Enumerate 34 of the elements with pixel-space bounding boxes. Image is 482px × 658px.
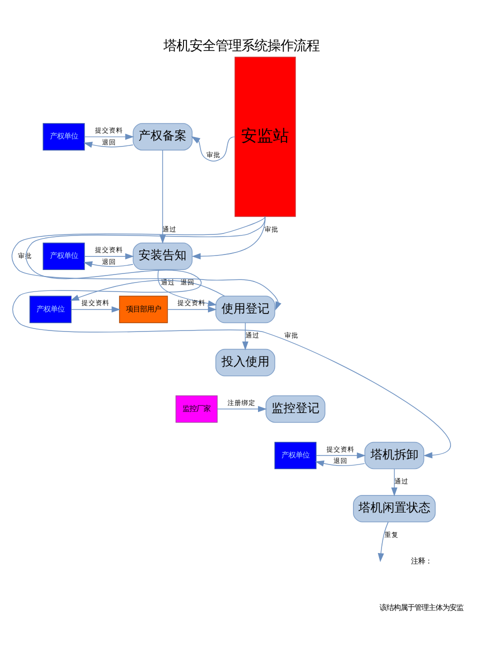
node-box: 安监站 — [234, 56, 296, 217]
label: 该结构属于管理主体为安监 — [379, 603, 464, 612]
arrow — [12, 216, 450, 458]
arrow — [190, 136, 235, 162]
node-box: 产权单位 — [42, 123, 84, 150]
arrow — [157, 269, 216, 307]
node-box: 产权单位 — [42, 242, 84, 270]
node-box: 塔机拆卸 — [364, 442, 424, 470]
node-box: 安装告知 — [132, 242, 192, 270]
node-box: 项目部用户 — [118, 296, 168, 324]
node-box: 监控登记 — [265, 395, 325, 423]
node-box: 产权单位 — [274, 442, 316, 470]
arrow — [70, 280, 224, 301]
arrow — [84, 134, 134, 140]
node-box: 塔机闲置状态 — [352, 495, 436, 522]
node-box: 产权单位 — [28, 296, 72, 324]
arrow — [314, 460, 365, 466]
label: 注释： — [410, 556, 432, 566]
arrow — [377, 522, 388, 562]
arrow — [390, 468, 397, 496]
node-box: 使用登记 — [214, 296, 275, 324]
arrow — [70, 306, 120, 313]
node-box: 投入使用 — [214, 348, 275, 376]
arrow — [82, 261, 133, 268]
arrow — [82, 142, 133, 148]
arrow — [166, 306, 216, 313]
arrow — [11, 216, 281, 310]
node-box: 监控厂家 — [175, 395, 218, 423]
arrow — [315, 452, 366, 459]
node-box: 产权备案 — [132, 123, 192, 150]
arrow — [242, 322, 248, 350]
arrow — [84, 253, 134, 260]
arrow — [216, 406, 266, 412]
diagram-title: 塔机安全管理系统操作流程 — [163, 39, 320, 54]
